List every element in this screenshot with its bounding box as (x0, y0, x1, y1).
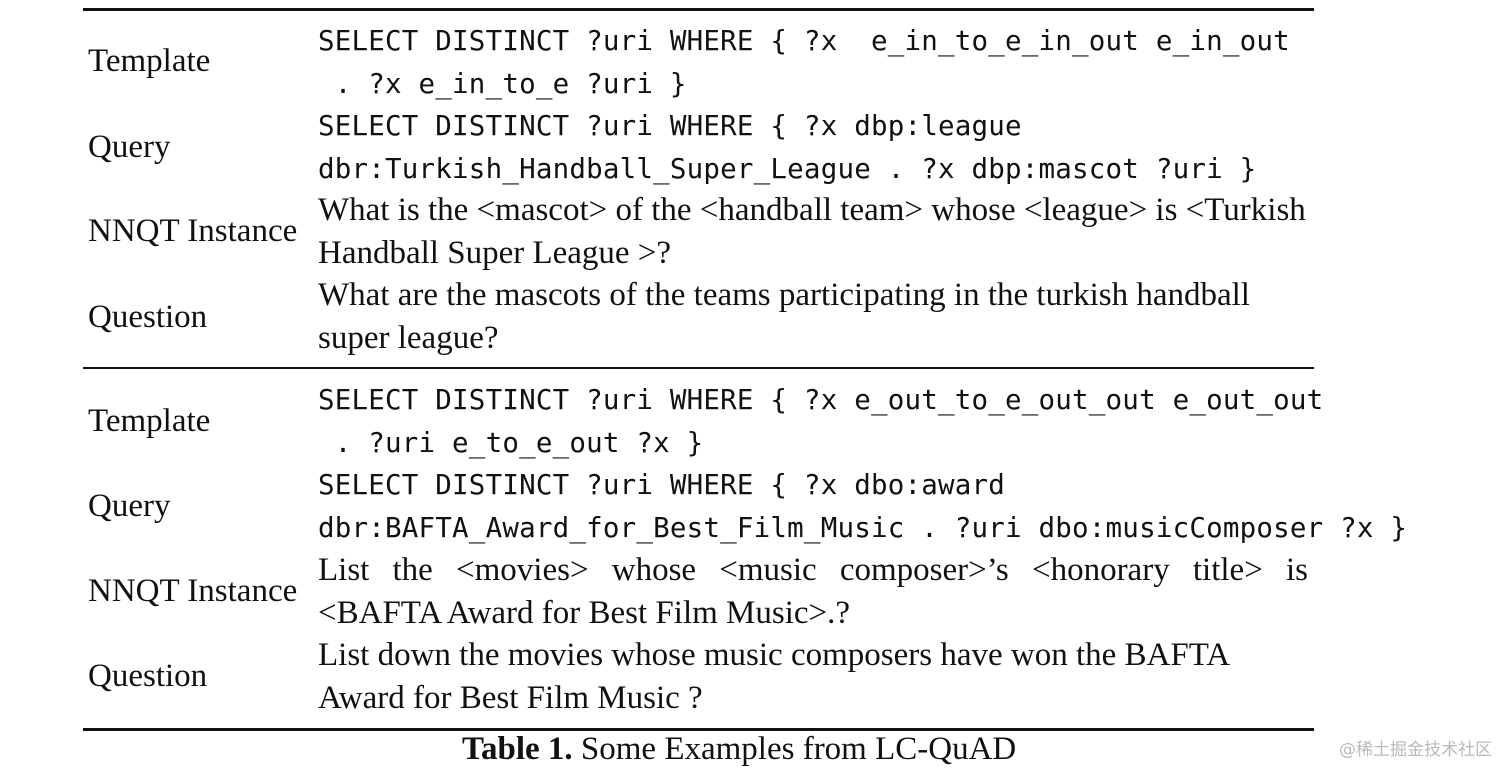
nnqt-instance-text: List the <movies> whose <music composer>… (318, 549, 1508, 634)
template-line: . ?x e_in_to_e ?uri } (318, 67, 687, 100)
nnqt-label: NNQT Instance (88, 213, 298, 249)
table-middle-rule (83, 367, 1314, 369)
question-text: List down the movies whose music compose… (318, 634, 1508, 719)
query-label: Query (88, 488, 171, 524)
question-line: Award for Best Film Music ? (318, 679, 703, 716)
question-text: What are the mascots of the teams partic… (318, 274, 1508, 359)
nnqt-line: List the <movies> whose <music composer>… (318, 552, 1308, 588)
question-line: super league? (318, 319, 499, 356)
question-line: What are the mascots of the teams partic… (318, 277, 1250, 313)
question-line: List down the movies whose music compose… (318, 637, 1231, 673)
watermark: @稀土掘金技术社区 (1339, 740, 1492, 760)
nnqt-instance-text: What is the <mascot> of the <handball te… (318, 189, 1508, 274)
template-sparql: SELECT DISTINCT ?uri WHERE { ?x e_out_to… (318, 379, 1508, 464)
query-label: Query (88, 129, 171, 165)
query-sparql: SELECT DISTINCT ?uri WHERE { ?x dbo:awar… (318, 464, 1508, 549)
question-label: Question (88, 299, 208, 335)
template-line: SELECT DISTINCT ?uri WHERE { ?x e_out_to… (318, 384, 1324, 416)
template-label: Template (88, 403, 211, 439)
table-bottom-rule (83, 728, 1314, 731)
nnqt-label: NNQT Instance (88, 573, 298, 609)
nnqt-line: Handball Super League >? (318, 234, 672, 271)
query-line: dbr:Turkish_Handball_Super_League . ?x d… (318, 152, 1257, 185)
query-line: SELECT DISTINCT ?uri WHERE { ?x dbp:leag… (318, 110, 1022, 142)
template-line: . ?uri e_to_e_out ?x } (318, 426, 704, 459)
question-label: Question (88, 658, 208, 694)
template-label: Template (88, 43, 211, 79)
table-caption: Table 1. Some Examples from LC-QuAD (462, 728, 1016, 770)
nnqt-line: What is the <mascot> of the <handball te… (318, 192, 1306, 228)
query-line: SELECT DISTINCT ?uri WHERE { ?x dbo:awar… (318, 469, 1006, 501)
template-sparql: SELECT DISTINCT ?uri WHERE { ?x e_in_to_… (318, 20, 1508, 105)
caption-label: Table 1. (462, 731, 573, 767)
template-line: SELECT DISTINCT ?uri WHERE { ?x e_in_to_… (318, 25, 1290, 57)
caption-text: Some Examples from LC-QuAD (572, 731, 1017, 767)
table-top-rule (83, 8, 1314, 11)
query-sparql: SELECT DISTINCT ?uri WHERE { ?x dbp:leag… (318, 105, 1508, 190)
query-line: dbr:BAFTA_Award_for_Best_Film_Music . ?u… (318, 511, 1408, 544)
nnqt-line: <BAFTA Award for Best Film Music>.? (318, 594, 851, 631)
